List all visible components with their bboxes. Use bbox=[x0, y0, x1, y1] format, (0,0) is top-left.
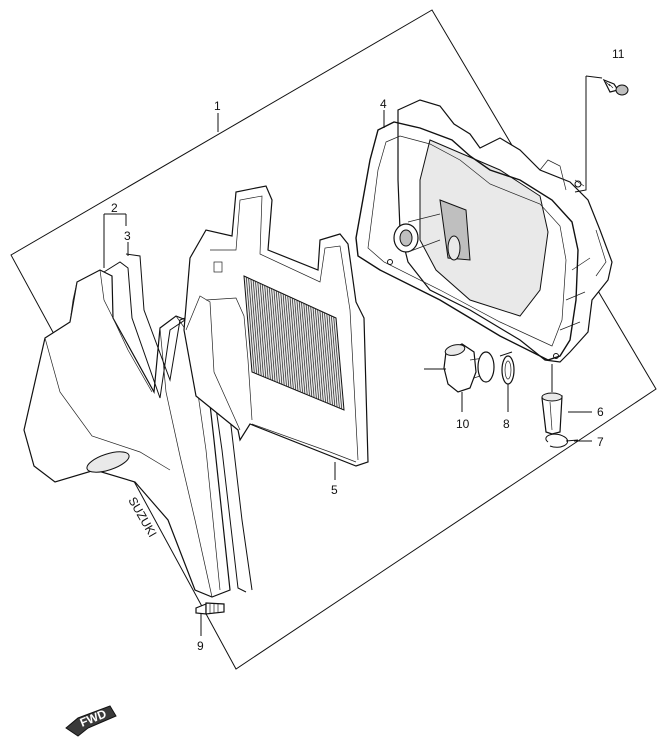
callout-numbers: 1 2 3 4 5 6 7 8 9 10 11 bbox=[111, 47, 625, 653]
pleat-line bbox=[278, 291, 287, 387]
fwd-direction-badge: FWD bbox=[65, 705, 117, 737]
drain-plug-assembly bbox=[541, 392, 579, 448]
air-filter-element bbox=[183, 185, 369, 467]
hose-clamp bbox=[501, 355, 515, 385]
air-cleaner-case bbox=[355, 99, 613, 363]
pleat-line bbox=[296, 300, 306, 394]
case-seal-rim bbox=[355, 121, 579, 361]
leader-lines bbox=[103, 75, 603, 636]
filter-tab bbox=[213, 261, 223, 273]
pleat-line bbox=[257, 282, 267, 378]
pleat-line bbox=[333, 316, 343, 410]
callout-2: 2 bbox=[111, 201, 118, 215]
pleat-line bbox=[305, 304, 315, 398]
filter-pleats bbox=[245, 277, 343, 410]
callout-7: 7 bbox=[597, 435, 604, 449]
pleat-line bbox=[248, 278, 257, 374]
pleat-line bbox=[245, 277, 255, 373]
callout-4: 4 bbox=[380, 97, 387, 111]
case-inner-shadow bbox=[439, 199, 471, 261]
callout-3: 3 bbox=[124, 229, 131, 243]
pleat-line bbox=[255, 281, 264, 377]
cover-screw bbox=[195, 602, 225, 615]
pleat-line bbox=[319, 310, 329, 404]
pleat-line bbox=[259, 283, 269, 379]
pleat-line bbox=[268, 287, 278, 383]
pleat-line bbox=[326, 313, 336, 407]
pleat-line bbox=[324, 312, 333, 406]
callout-8: 8 bbox=[503, 417, 510, 431]
callout-11: 11 bbox=[612, 47, 625, 61]
pleat-line bbox=[252, 280, 262, 376]
hose-collar bbox=[477, 351, 495, 383]
fwd-label: FWD bbox=[78, 706, 109, 729]
drain-hose-assembly bbox=[443, 343, 515, 393]
pleat-line bbox=[308, 305, 317, 399]
pleat-line bbox=[298, 301, 308, 395]
pleat-line bbox=[317, 309, 326, 403]
pleat-line bbox=[273, 289, 283, 385]
pleat-line bbox=[285, 294, 294, 390]
pleat-line bbox=[328, 314, 338, 408]
drain-clip bbox=[545, 433, 568, 448]
callout-5: 5 bbox=[331, 483, 338, 497]
pleat-line bbox=[312, 307, 322, 401]
callout-10: 10 bbox=[456, 417, 470, 431]
assembly-boundary bbox=[10, 9, 657, 670]
pleat-line bbox=[289, 296, 299, 392]
pleat-line bbox=[310, 306, 320, 400]
pleat-line bbox=[303, 303, 313, 397]
pleat-line bbox=[321, 311, 331, 405]
pleat-line bbox=[275, 290, 285, 386]
pleat-line bbox=[314, 308, 324, 402]
pleat-line bbox=[282, 293, 292, 389]
callout-6: 6 bbox=[597, 405, 604, 419]
case-screw bbox=[602, 78, 629, 96]
pleat-line bbox=[271, 288, 280, 384]
cover-recess bbox=[86, 451, 130, 473]
pleat-line bbox=[262, 284, 271, 380]
pleat-line bbox=[287, 295, 297, 391]
callout-1: 1 bbox=[214, 99, 221, 113]
pleat-line bbox=[291, 298, 301, 392]
pleat-line bbox=[301, 302, 310, 396]
case-outlet bbox=[447, 235, 461, 261]
pleat-line bbox=[266, 286, 276, 382]
pleat-line bbox=[331, 315, 340, 409]
pleat-line bbox=[294, 299, 303, 393]
pleat-line bbox=[250, 279, 260, 375]
drain-hose bbox=[443, 343, 477, 393]
pleat-line bbox=[280, 292, 290, 388]
pleat-line bbox=[264, 285, 274, 381]
callout-9: 9 bbox=[197, 639, 204, 653]
